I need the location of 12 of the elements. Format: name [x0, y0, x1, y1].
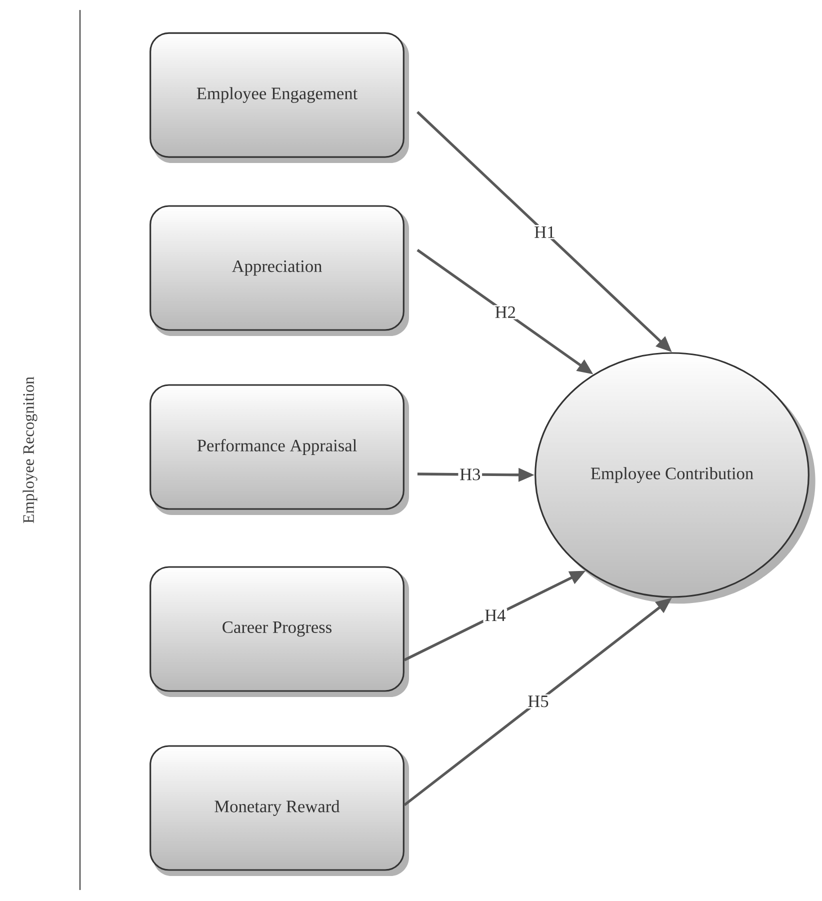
process-box: Performance Appraisal [150, 384, 409, 515]
edge-label: H2 [495, 306, 516, 318]
process-box: Appreciation [150, 205, 409, 336]
ellipse-node: Employee Contribution [534, 352, 816, 604]
edge-label: H4 [485, 610, 506, 622]
process-box: Career Progress [150, 566, 409, 697]
edge-label: H3 [460, 468, 480, 480]
edge-label: H5 [528, 696, 548, 708]
edge-label: H1 [534, 226, 554, 238]
side-label: Employee Recognition [22, 376, 38, 524]
process-box: Monetary Reward [150, 745, 409, 876]
process-box: Employee Engagement [150, 32, 409, 164]
